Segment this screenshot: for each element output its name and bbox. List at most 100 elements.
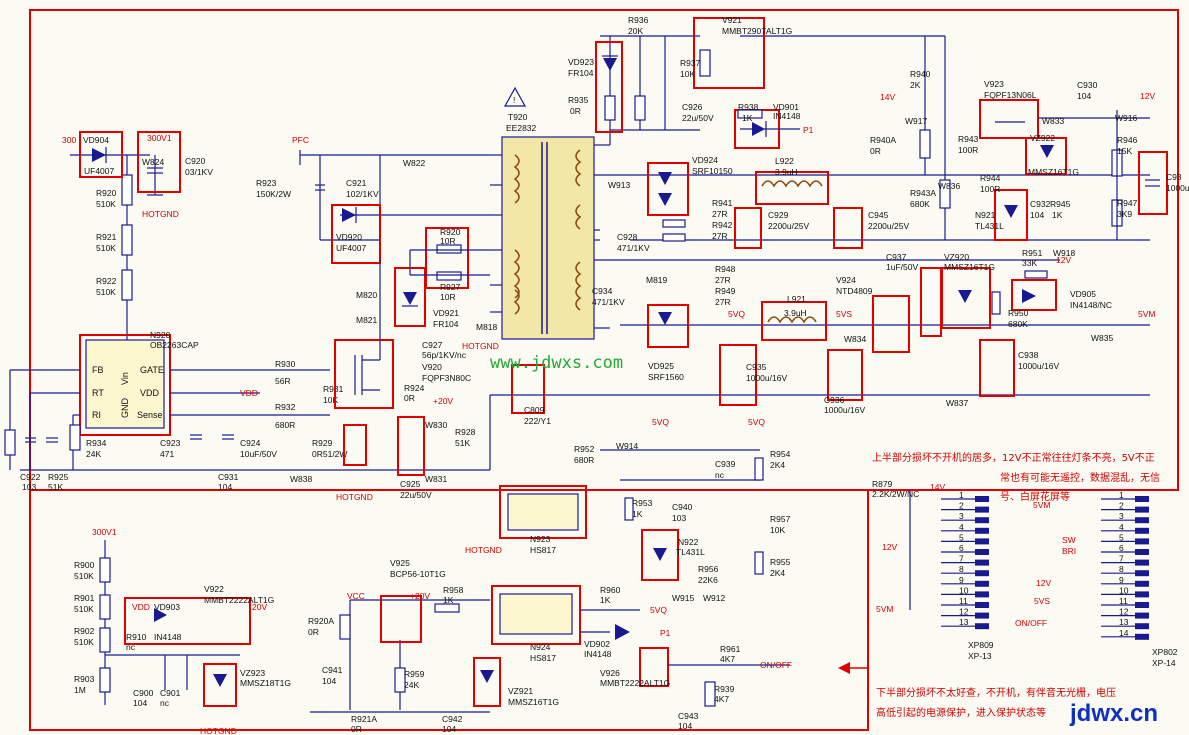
label-n924: N924 bbox=[530, 642, 551, 652]
label-r940-value: 2K bbox=[910, 80, 921, 90]
highlight-n921 bbox=[994, 189, 1028, 241]
label-r928-value: 51K bbox=[455, 438, 470, 448]
label-mmsz16-a: MMSZ16T1G bbox=[1028, 167, 1079, 177]
xp802-pin-number: 4 bbox=[1119, 522, 1124, 532]
label-xp809-value: XP-13 bbox=[968, 651, 992, 661]
label-r948: R948 bbox=[715, 264, 736, 274]
label-c809-value: 222/Y1 bbox=[524, 416, 551, 426]
label-r957-value: 10K bbox=[770, 525, 785, 535]
pin-fb: FB bbox=[92, 365, 104, 375]
net-p1-b: P1 bbox=[660, 628, 671, 638]
label-c926: C926 bbox=[682, 102, 703, 112]
net-conn-bri: BRI bbox=[1062, 546, 1076, 556]
label-r942: R942 bbox=[712, 220, 733, 230]
label-c901-value: nc bbox=[160, 698, 170, 708]
xp809-pin bbox=[975, 623, 989, 630]
label-w918: W918 bbox=[1053, 248, 1075, 258]
label-r955: R955 bbox=[770, 557, 791, 567]
label-v920-value: FQPF3N80C bbox=[422, 373, 471, 383]
xp809-pin bbox=[975, 559, 989, 566]
label-c929-value: 2200u/25V bbox=[768, 221, 809, 231]
label-c925: C925 bbox=[400, 479, 421, 489]
highlight-v922 bbox=[124, 597, 251, 645]
warning-mark: ! bbox=[513, 95, 515, 105]
net-5vs: 5VS bbox=[836, 309, 852, 319]
label-xp809: XP809 bbox=[968, 640, 994, 650]
upper-section-frame bbox=[29, 9, 1179, 491]
label-r937-value: 10K bbox=[680, 69, 695, 79]
label-w833: W833 bbox=[1042, 116, 1064, 126]
xp802-pin bbox=[1135, 570, 1149, 577]
resistor-r953 bbox=[624, 497, 634, 521]
label-c900-value: 104 bbox=[133, 698, 147, 708]
regulator-12v: R940 2K 14V W917 R940A 0R R943A 680K V92… bbox=[870, 36, 1189, 241]
label-m819: M819 bbox=[646, 275, 668, 285]
label-r954-value: 2K4 bbox=[770, 460, 785, 470]
label-c925-value: 22u/50V bbox=[400, 490, 432, 500]
optocoupler-n923 bbox=[507, 493, 579, 531]
label-r900-value: 510K bbox=[74, 571, 94, 581]
net-300v1-b: 300V1 bbox=[92, 527, 117, 537]
label-r956: R956 bbox=[698, 564, 719, 574]
highlight-r929 bbox=[343, 424, 367, 466]
label-vd904: VD904 bbox=[83, 135, 109, 145]
label-w917: W917 bbox=[905, 116, 927, 126]
label-v926: V926 bbox=[600, 668, 620, 678]
label-r927-value: 10R bbox=[440, 292, 456, 302]
label-n923: N923 bbox=[530, 534, 551, 544]
label-r945: R945 bbox=[1050, 199, 1071, 209]
label-r936: R936 bbox=[628, 15, 649, 25]
label-c927: C927 bbox=[422, 340, 443, 350]
pfc-snubber: PFC W822 R923 150K/2W C921 102/1KV VD920… bbox=[256, 135, 490, 325]
label-v925-value: BCP56-10T1G bbox=[390, 569, 446, 579]
highlight-vz921 bbox=[473, 657, 501, 707]
label-vd901: VD901 bbox=[773, 102, 799, 112]
resistor-r920 bbox=[121, 174, 133, 206]
xp802-pin-number: 5 bbox=[1119, 532, 1124, 542]
resistor-r922 bbox=[121, 269, 133, 301]
xp809-pin bbox=[975, 612, 989, 619]
label-srf10150: SRF10150 bbox=[692, 166, 733, 176]
label-l922: L922 bbox=[775, 156, 794, 166]
label-r939-value: 4K7 bbox=[714, 694, 729, 704]
label-w916: W916 bbox=[1115, 113, 1137, 123]
label-r948-value: 27R bbox=[715, 275, 731, 285]
label-c943: C943 bbox=[678, 711, 699, 721]
label-r936-value: 20K bbox=[628, 26, 643, 36]
label-c936: C936 bbox=[824, 395, 845, 405]
net-5vq-a: 5VQ bbox=[728, 309, 745, 319]
feedback-n923: R952 680R 5VQ W914 C939 nc 5VQ R954 2K4 … bbox=[465, 417, 791, 603]
zener-vz922 bbox=[1040, 145, 1054, 158]
xp809-pin bbox=[975, 506, 989, 513]
diode-vd904 bbox=[92, 148, 106, 162]
label-r957: R957 bbox=[770, 514, 791, 524]
pin-vin: Vin bbox=[120, 372, 130, 385]
highlight-c925 bbox=[397, 416, 425, 476]
resistor-r903 bbox=[99, 667, 111, 693]
label-r934: R934 bbox=[86, 438, 107, 448]
net-14v-b: 14V bbox=[930, 482, 945, 492]
label-w838: W838 bbox=[290, 474, 312, 484]
xp809-pin bbox=[975, 591, 989, 598]
label-c935-value: 1000u/16V bbox=[746, 373, 787, 383]
note-lower-line-1: 下半部分损坏不太好查，不开机，有伴音无光栅，电压 bbox=[876, 686, 1116, 699]
label-v923-value: FQPF13N06L bbox=[984, 90, 1037, 100]
label-r930-value: 56R bbox=[275, 376, 291, 386]
resistor-r950 bbox=[991, 291, 1001, 315]
highlight-vd925 bbox=[647, 304, 689, 348]
net-300: 300 bbox=[62, 135, 76, 145]
xp802-pin-number: 3 bbox=[1119, 511, 1124, 521]
label-w836: W836 bbox=[938, 181, 960, 191]
net-hotgnd-2: HOTGND bbox=[336, 492, 373, 502]
label-c922-value: 103 bbox=[22, 482, 36, 492]
label-xp802-value: XP-14 bbox=[1152, 658, 1176, 668]
label-m821: M821 bbox=[356, 315, 378, 325]
label-in4148-c: IN4148 bbox=[584, 649, 612, 659]
resistor-r901 bbox=[99, 594, 111, 620]
label-r900: R900 bbox=[74, 560, 95, 570]
label-r931-value: 10K bbox=[323, 395, 338, 405]
label-w835: W835 bbox=[1091, 333, 1113, 343]
label-r941-value: 27R bbox=[712, 209, 728, 219]
xp809-pin bbox=[975, 549, 989, 555]
net-vcc: VCC bbox=[347, 591, 365, 601]
